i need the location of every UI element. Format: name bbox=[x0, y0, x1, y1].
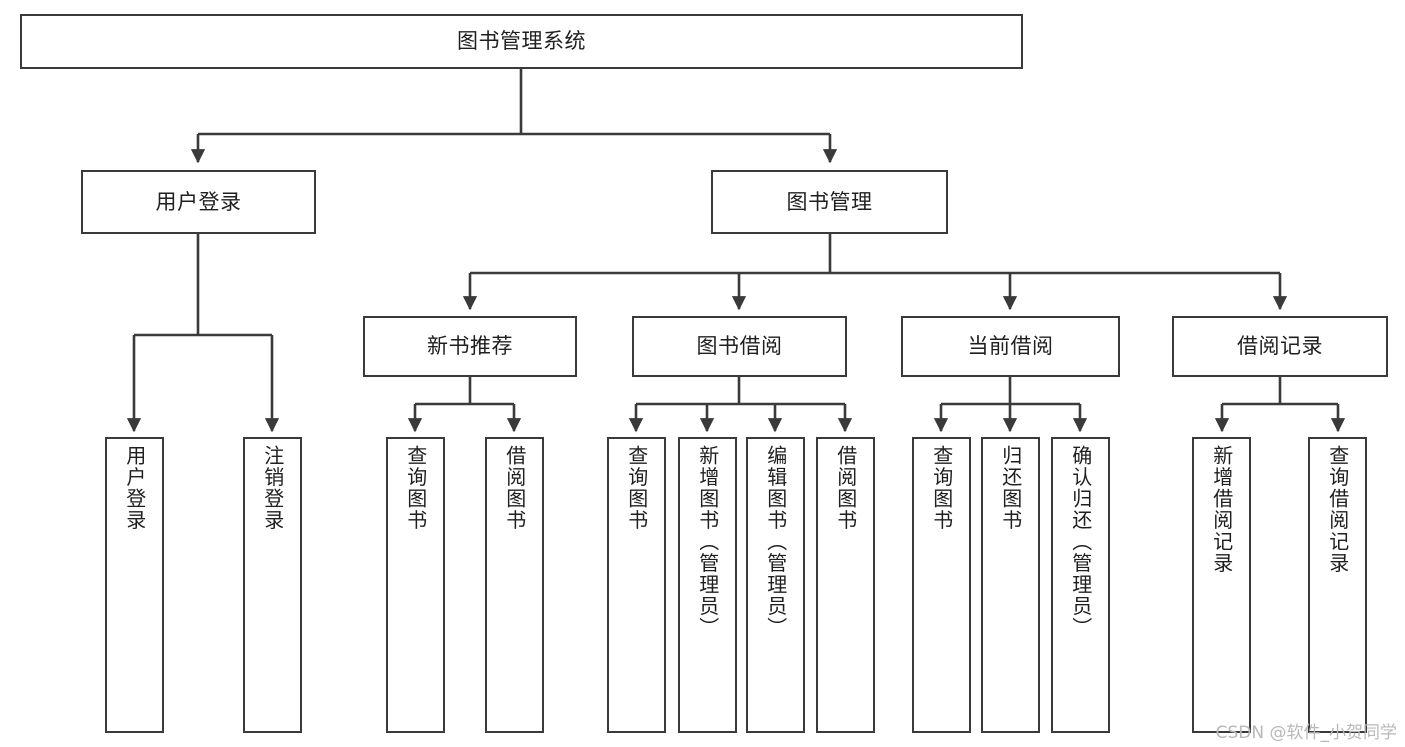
node-label: 注销登录 bbox=[260, 445, 285, 531]
node-label: 查询借阅记录 bbox=[1325, 445, 1350, 574]
node-root-system[interactable]: 图书管理系统 bbox=[20, 14, 1023, 69]
node-label: 图书借阅 bbox=[696, 334, 783, 359]
node-label: 借阅记录 bbox=[1237, 334, 1323, 359]
node-label: 查询图书 bbox=[403, 445, 428, 531]
node-label: 编辑图书（管理员） bbox=[763, 445, 788, 639]
leaf-user-login[interactable]: 用户登录 bbox=[105, 437, 164, 733]
node-label: 图书管理 bbox=[786, 189, 873, 214]
node-label: 图书管理系统 bbox=[457, 29, 586, 54]
leaf-add-borrow-record[interactable]: 新增借阅记录 bbox=[1192, 437, 1251, 733]
node-new-book-recommend[interactable]: 新书推荐 bbox=[363, 316, 577, 377]
leaf-query-borrow-record[interactable]: 查询借阅记录 bbox=[1308, 437, 1367, 733]
node-label: 查询图书 bbox=[929, 445, 954, 531]
leaf-query-book-recommend[interactable]: 查询图书 bbox=[386, 437, 445, 733]
leaf-edit-book-admin[interactable]: 编辑图书（管理员） bbox=[746, 437, 805, 733]
node-current-borrow[interactable]: 当前借阅 bbox=[901, 316, 1120, 377]
leaf-confirm-return-admin[interactable]: 确认归还（管理员） bbox=[1051, 437, 1110, 733]
node-book-management[interactable]: 图书管理 bbox=[711, 170, 948, 234]
leaf-query-book-current[interactable]: 查询图书 bbox=[912, 437, 971, 733]
node-borrow-record[interactable]: 借阅记录 bbox=[1172, 316, 1388, 377]
node-label: 新增借阅记录 bbox=[1209, 445, 1234, 574]
node-book-borrow[interactable]: 图书借阅 bbox=[632, 316, 847, 377]
node-label: 借阅图书 bbox=[502, 445, 527, 531]
node-label: 归还图书 bbox=[998, 445, 1023, 531]
leaf-return-book[interactable]: 归还图书 bbox=[981, 437, 1040, 733]
node-label: 新增图书（管理员） bbox=[695, 445, 720, 639]
leaf-query-book-borrow[interactable]: 查询图书 bbox=[607, 437, 666, 733]
node-label: 当前借阅 bbox=[967, 334, 1054, 359]
leaf-add-book-admin[interactable]: 新增图书（管理员） bbox=[678, 437, 737, 733]
node-label: 用户登录 bbox=[155, 189, 242, 214]
node-user-login[interactable]: 用户登录 bbox=[81, 170, 316, 234]
leaf-borrow-book-recommend[interactable]: 借阅图书 bbox=[485, 437, 544, 733]
node-label: 查询图书 bbox=[624, 445, 649, 531]
csdn-watermark: CSDN @软件_小贺同学 bbox=[1215, 723, 1397, 743]
node-label: 用户登录 bbox=[122, 445, 147, 531]
node-label: 借阅图书 bbox=[833, 445, 858, 531]
leaf-borrow-book[interactable]: 借阅图书 bbox=[816, 437, 875, 733]
node-label: 确认归还（管理员） bbox=[1068, 445, 1093, 639]
node-label: 新书推荐 bbox=[427, 334, 513, 359]
leaf-logout[interactable]: 注销登录 bbox=[243, 437, 302, 733]
